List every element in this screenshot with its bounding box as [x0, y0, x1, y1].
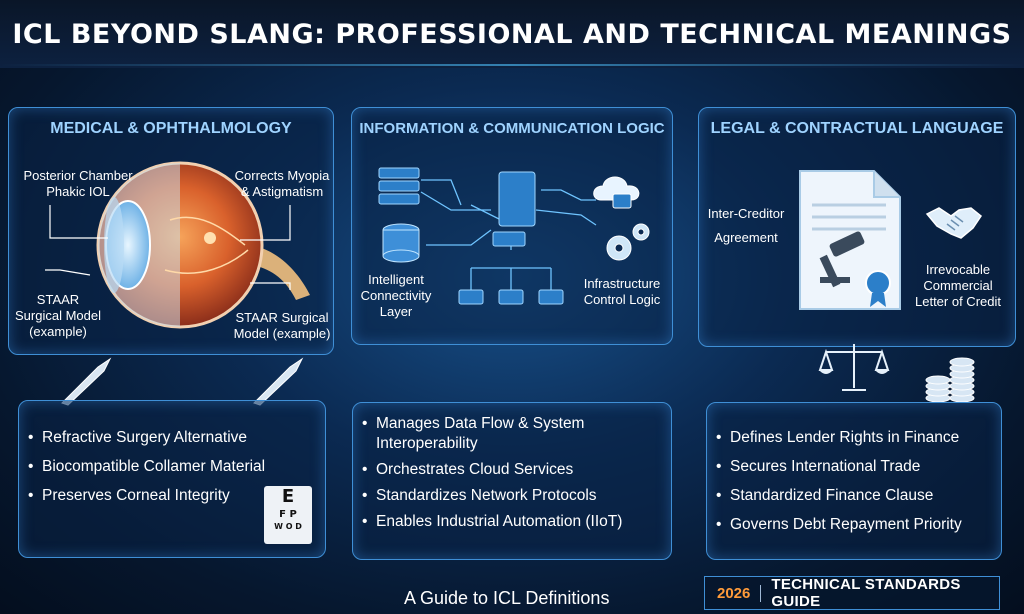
standards-label: TECHNICAL STANDARDS GUIDE [771, 576, 961, 610]
list-item: Defines Lender Rights in Finance [716, 428, 998, 448]
title-bar: ICL BEYOND SLANG: PROFESSIONAL AND TECHN… [0, 0, 1024, 68]
scales-of-justice-icon [818, 344, 890, 391]
list-item: Standardizes Network Protocols [362, 486, 666, 506]
list-item: Preserves Corneal Integrity [28, 486, 318, 506]
inter-creditor-label: Inter-Creditor Agreement [707, 206, 785, 245]
list-item: Enables Industrial Automation (IIoT) [362, 512, 666, 532]
information-bullets: Manages Data Flow & System Interoperabil… [362, 414, 666, 538]
infrastructure-control-label: Infrastructure Control Logic [583, 276, 661, 307]
list-item: Standardized Finance Clause [716, 486, 998, 506]
handshake-icon [925, 207, 983, 239]
list-item: Governs Debt Repayment Priority [716, 515, 998, 535]
contract-document-icon [799, 170, 901, 310]
eye-icon [96, 161, 310, 329]
legal-panel-title: LEGAL & CONTRACTUAL LANGUAGE [710, 120, 1004, 137]
staar-right-label: STAAR Surgical Model (example) [233, 310, 331, 341]
technical-standards-badge: 2026 TECHNICAL STANDARDS GUIDE [704, 576, 1000, 610]
list-item: Biocompatible Collamer Material [28, 457, 318, 477]
irrevocable-letter-label: Irrevocable Commercial Letter of Credit [915, 262, 1001, 309]
list-item: Orchestrates Cloud Services [362, 460, 666, 480]
staar-left-label: STAAR Surgical Model (example) [15, 292, 101, 339]
medical-bullets: Refractive Surgery Alternative Biocompat… [28, 428, 318, 515]
eye-chart: E F P W O D [264, 486, 312, 544]
information-panel-title: INFORMATION & COMMUNICATION LOGIC [359, 120, 665, 137]
list-item: Manages Data Flow & System Interoperabil… [362, 414, 666, 454]
page-title: ICL BEYOND SLANG: PROFESSIONAL AND TECHN… [12, 18, 1012, 50]
network-diagram [378, 167, 650, 305]
coins-icon [925, 357, 975, 403]
legal-bullets: Defines Lender Rights in Finance Secures… [716, 428, 998, 544]
guide-caption: A Guide to ICL Definitions [404, 588, 610, 608]
medical-panel-title: MEDICAL & OPHTHALMOLOGY [50, 120, 292, 137]
intelligent-connectivity-label: Intelligent Connectivity Layer [360, 272, 432, 319]
posterior-chamber-label: Posterior Chamber Phakic IOL [23, 168, 133, 199]
year-label: 2026 [705, 584, 762, 602]
list-item: Secures International Trade [716, 457, 998, 477]
list-item: Refractive Surgery Alternative [28, 428, 318, 448]
corrects-myopia-label: Corrects Myopia & Astigmatism [234, 168, 330, 199]
title-divider [0, 64, 1024, 66]
